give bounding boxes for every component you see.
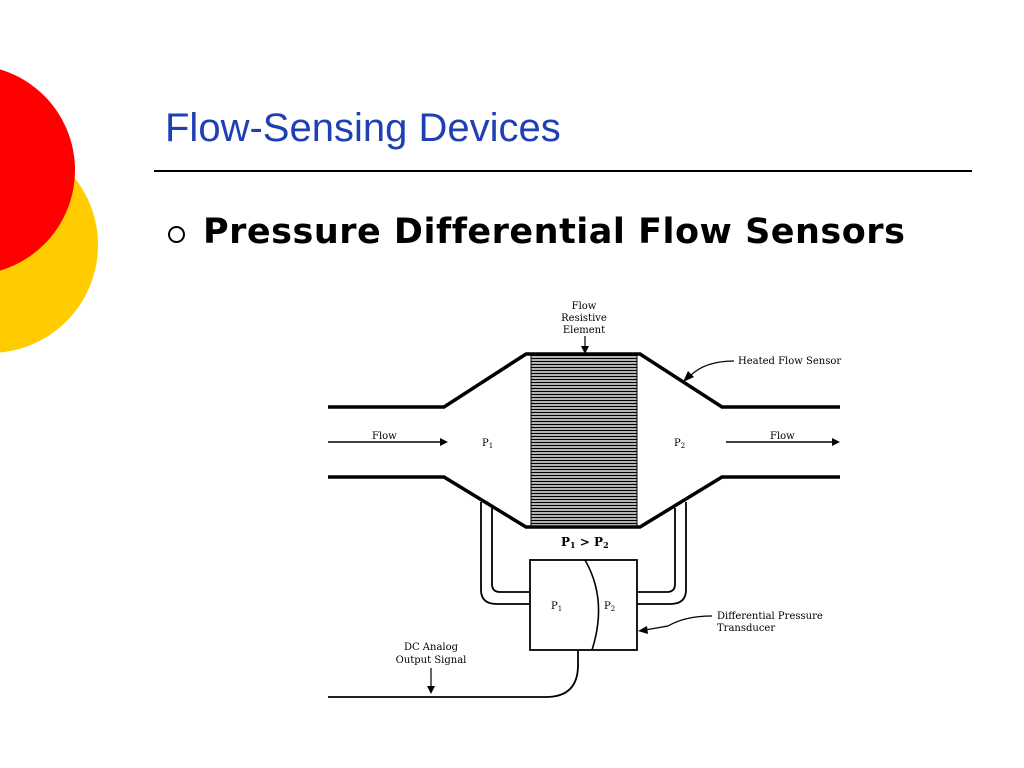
pipe-bottom-wall — [328, 475, 840, 529]
pressure-relation-label: P1 > P2 — [561, 535, 609, 550]
heated-sensor-label: Heated Flow Sensor — [738, 356, 841, 367]
output-label-line1: DC Analog — [404, 642, 459, 653]
title-divider — [154, 170, 972, 172]
decorative-circles — [0, 69, 98, 353]
element-pointer-arrowhead-icon — [581, 346, 589, 354]
bullet-item: Pressure Differential Flow Sensors — [168, 212, 905, 252]
flow-resistive-element — [530, 353, 638, 528]
p2-label: P2 — [674, 438, 685, 450]
hollow-circle-bullet-icon — [168, 225, 185, 243]
slide-title: Flow-Sensing Devices — [165, 106, 561, 150]
pressure-transducer-box — [529, 559, 638, 651]
transducer-label-line1: Differential Pressure — [717, 611, 823, 622]
bullet-text: Pressure Differential Flow Sensors — [203, 212, 906, 252]
right-pressure-tube — [637, 502, 687, 605]
output-signal-wire-inner — [546, 650, 592, 712]
red-circle — [0, 69, 75, 271]
element-label-line3: Element — [563, 325, 605, 336]
output-label-line2: Output Signal — [396, 655, 467, 666]
inflow-label: Flow — [372, 431, 397, 442]
element-label-line1: Flow — [572, 301, 597, 312]
p1-label: P1 — [482, 438, 493, 450]
transducer-diaphragm — [584, 559, 600, 651]
transducer-label-line2: Transducer — [717, 623, 775, 634]
heated-sensor-leader — [689, 360, 735, 377]
left-pressure-tube — [480, 502, 530, 605]
inflow-arrowhead-icon — [440, 438, 448, 446]
outflow-arrowhead-icon — [832, 438, 840, 446]
transducer-p1-label: P1 — [551, 601, 562, 613]
heated-sensor-arrowhead-icon — [683, 371, 694, 382]
transducer-arrowhead-icon — [638, 626, 648, 634]
pipe-top-wall — [328, 352, 840, 409]
transducer-p2-label: P2 — [604, 601, 615, 613]
element-label-line2: Resistive — [561, 313, 607, 324]
outflow-label: Flow — [770, 431, 795, 442]
output-signal-wire — [328, 650, 579, 698]
transducer-leader — [644, 615, 713, 631]
output-pointer-arrowhead-icon — [427, 686, 435, 694]
